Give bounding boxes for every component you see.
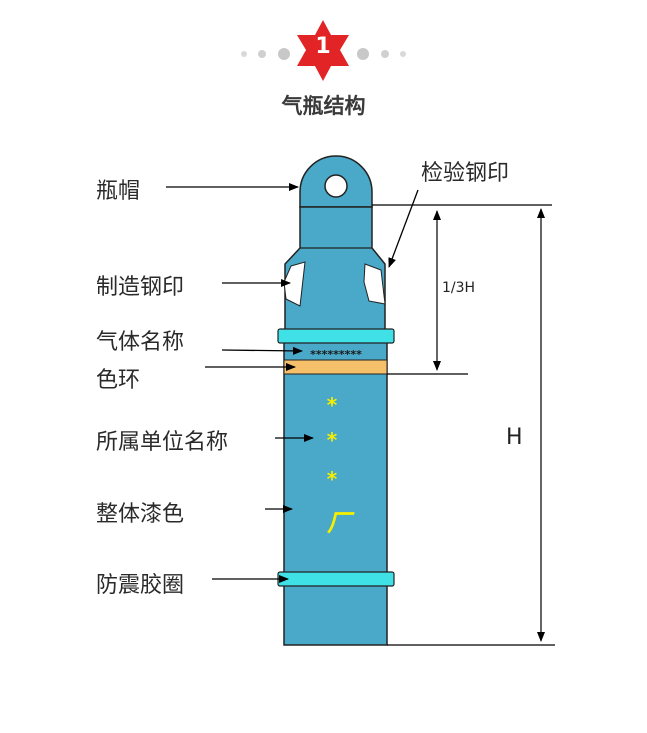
step-number: 1: [315, 34, 331, 59]
label-owner-name: 所属单位名称: [96, 430, 229, 455]
owner-mark-3: *: [327, 467, 338, 491]
cap-hole: [324, 174, 348, 198]
shockproof-ring-top: [277, 328, 395, 344]
dot-decoration: [241, 51, 247, 57]
header-ornament: [241, 20, 406, 81]
dot-decoration: [258, 50, 266, 58]
dot-decoration: [357, 48, 369, 60]
label-color-ring: 色环: [96, 368, 141, 393]
dot-decoration: [278, 48, 290, 60]
dimension-full-label: H: [506, 425, 523, 450]
shockproof-ring-bottom: [277, 571, 395, 587]
star-badge-icon: [297, 20, 349, 81]
inspection-stamp-patch: [363, 263, 386, 305]
owner-mark-1: *: [327, 393, 338, 417]
dimension-third-label: 1/3H: [442, 280, 476, 296]
label-inspection-stamp: 检验钢印: [421, 161, 510, 186]
gas-name-stars: *********: [310, 348, 362, 361]
gas-name-arrow: [221, 346, 303, 355]
label-cap: 瓶帽: [96, 179, 141, 204]
color-ring: [283, 359, 388, 375]
label-shockproof-ring: 防震胶圈: [96, 573, 185, 598]
page-title: 气瓶结构: [281, 94, 366, 118]
owner-mark-2: *: [327, 428, 338, 452]
label-overall-paint: 整体漆色: [96, 502, 185, 527]
label-manufacture-stamp: 制造钢印: [96, 275, 185, 300]
cylinder-body: [283, 329, 388, 646]
dot-decoration: [381, 50, 389, 58]
dot-decoration: [400, 51, 406, 57]
owner-mark-char: 厂: [327, 509, 355, 537]
label-gas-name: 气体名称: [96, 330, 185, 355]
inspection-stamp-arrow: [388, 189, 419, 268]
